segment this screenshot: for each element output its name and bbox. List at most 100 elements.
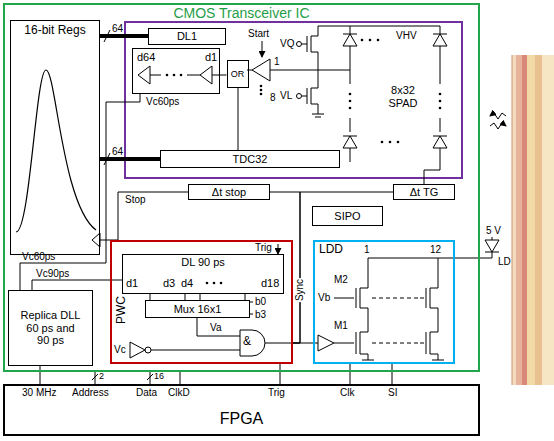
continuation-dots — [439, 107, 442, 110]
signal-label: 12 — [430, 244, 441, 256]
dashed-repeat-line — [372, 298, 420, 343]
light-arrow — [490, 123, 506, 129]
register-bank: 16-bit Regs — [10, 20, 100, 255]
tissue-illustration — [527, 55, 535, 385]
wire — [311, 36, 312, 52]
tissue-illustration — [512, 55, 554, 385]
wire — [334, 298, 354, 299]
wire — [356, 332, 357, 354]
continuation-dots — [381, 141, 384, 144]
wire — [430, 288, 431, 308]
terminal — [297, 42, 302, 99]
wire — [197, 318, 240, 336]
continuation-dots — [180, 74, 183, 77]
wire — [187, 75, 200, 76]
continuation-dots — [369, 39, 372, 42]
node-text: CMOS Transceiver IC — [5, 5, 478, 21]
inverter — [130, 342, 151, 358]
wire — [278, 244, 279, 254]
node-text: FPGA — [5, 410, 478, 428]
spad-diode — [433, 34, 447, 35]
node-text: d1 — [126, 277, 138, 290]
wire — [360, 354, 368, 360]
signal-wire — [238, 88, 239, 150]
wire-label: Sync — [294, 278, 306, 302]
signal-wire — [150, 372, 151, 384]
laser-diode — [485, 252, 499, 253]
node-text: Δt TG — [410, 186, 439, 199]
node-text: TDC32 — [233, 153, 268, 166]
laser-diode — [485, 240, 499, 252]
node-text: OR — [231, 69, 245, 79]
signal-label: Trig — [255, 242, 272, 254]
signal-label: 30 MHz — [22, 387, 56, 399]
signal-label: 1 — [364, 244, 370, 256]
wire — [311, 52, 318, 70]
spad-region-outline — [125, 22, 462, 178]
wire — [302, 44, 307, 45]
continuation-dots — [349, 107, 352, 110]
ldd-block: LDD — [313, 240, 455, 364]
wire — [426, 332, 427, 354]
continuation-dots — [260, 93, 263, 96]
signal-wire — [95, 372, 96, 384]
signal-wire — [350, 364, 351, 384]
wire — [430, 308, 438, 332]
signal-label: 8 — [270, 92, 276, 104]
node-text: d4 — [181, 277, 193, 290]
chip-boundary: CMOS Transceiver IC16-bit RegsDL1d64d1OR… — [3, 3, 480, 372]
bus-slash — [92, 30, 153, 380]
spad-diode — [343, 136, 357, 148]
wire — [360, 332, 361, 354]
wire — [430, 354, 438, 360]
signal-wire — [293, 192, 393, 343]
wire — [311, 26, 440, 36]
node-text: d64 — [137, 51, 155, 64]
continuation-dots — [173, 74, 176, 77]
signal-label: Vc60ps — [146, 96, 179, 108]
signal-wire — [270, 192, 300, 343]
clock-input-symbol — [92, 233, 100, 247]
spad-diode — [343, 34, 447, 148]
spad-region-outline — [125, 22, 462, 178]
continuation-dots — [220, 282, 223, 285]
driver-buffer — [318, 335, 334, 351]
signal-label: Vc — [114, 344, 126, 356]
signal-label: M2 — [334, 274, 348, 286]
tissue-illustration — [512, 55, 513, 385]
wire — [311, 88, 312, 104]
continuation-dots — [439, 93, 442, 96]
dashed-repeat-line — [372, 298, 420, 299]
tdc-box: TDC32 — [160, 150, 340, 168]
signal-label: VL — [280, 90, 292, 102]
tissue-illustration — [512, 55, 554, 385]
delay-buffer — [138, 66, 212, 84]
wire — [350, 118, 351, 132]
continuation-dots — [439, 100, 442, 103]
signal-label: Clk — [340, 387, 354, 399]
data-bus — [100, 157, 160, 161]
inverter — [130, 342, 145, 358]
continuation-dots — [349, 93, 352, 96]
inverter — [145, 347, 151, 353]
wire — [250, 302, 253, 303]
signal-label: & — [243, 335, 251, 349]
continuation-dots — [213, 282, 216, 285]
spad-diode — [343, 34, 357, 46]
sipo-box: SIPO — [312, 206, 383, 226]
signal-label: b3 — [255, 309, 266, 321]
wire — [455, 252, 492, 258]
laser-diode — [485, 240, 499, 252]
wire — [334, 343, 354, 344]
dashed-repeat-line — [372, 343, 420, 344]
wire — [420, 298, 424, 299]
mux-box: Mux 16x1 — [145, 300, 250, 318]
signal-label: Va — [210, 322, 222, 334]
wire — [307, 88, 308, 104]
pulse-waveform — [16, 70, 96, 232]
node-text: Δt stop — [212, 186, 246, 199]
spad-diode — [433, 34, 447, 46]
node-text: d1 — [205, 51, 217, 64]
delay-chain-box: d64 d1 — [132, 48, 220, 94]
replica-dll-box: Replica DLL 60 ps and 90 ps — [8, 290, 93, 366]
